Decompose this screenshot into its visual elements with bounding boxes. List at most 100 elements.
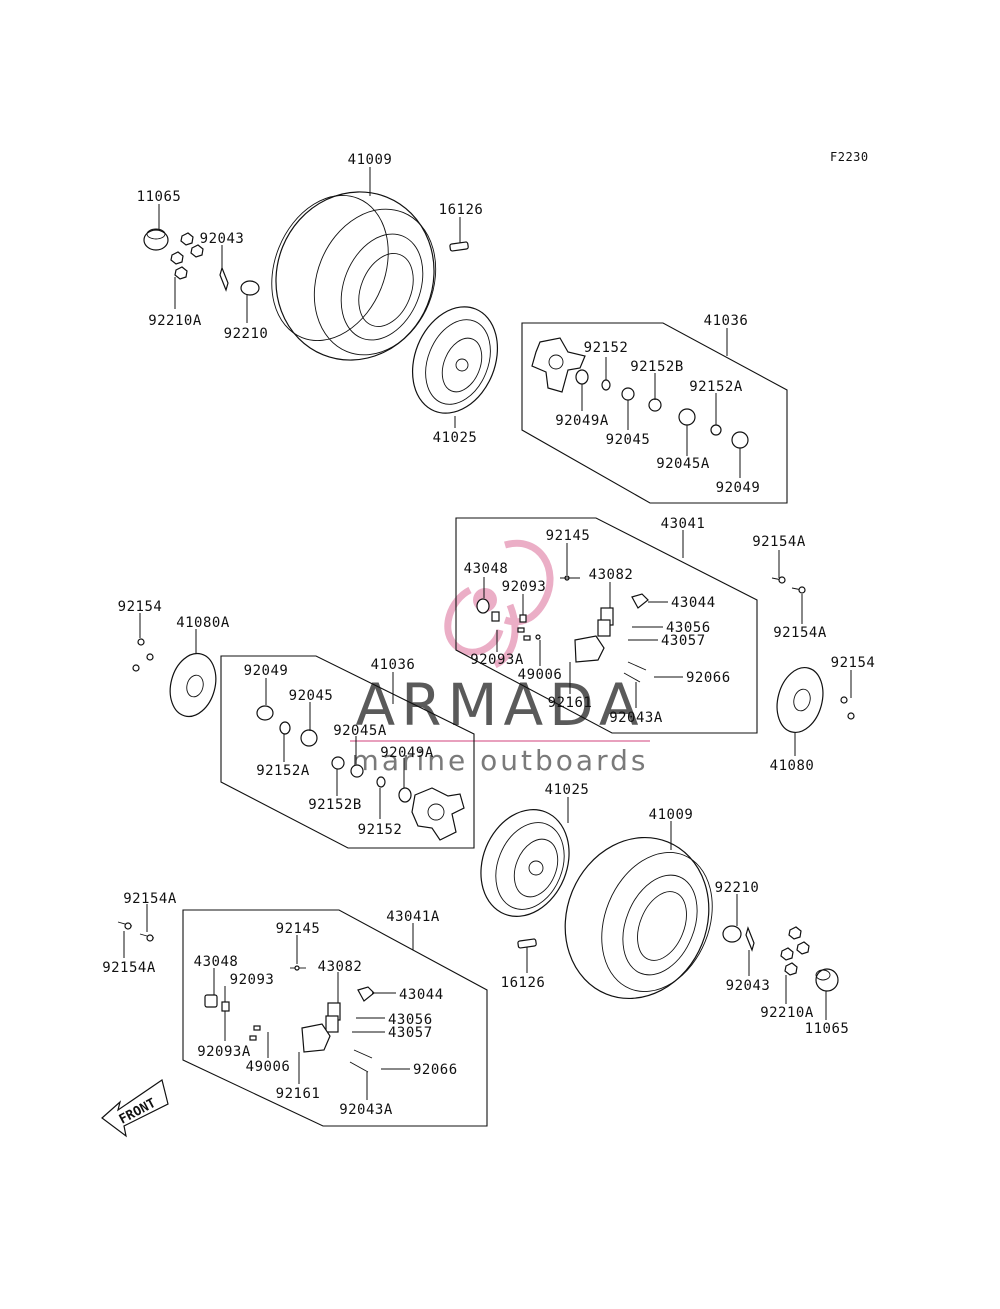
caliper-parts-43041a bbox=[204, 965, 375, 1073]
part-label-92161-right: 92161 bbox=[548, 695, 593, 711]
part-label-41025-bottom: 41025 bbox=[545, 782, 590, 798]
part-label-11065-top: 11065 bbox=[137, 189, 182, 205]
part-label-92093-right: 92093 bbox=[502, 579, 547, 595]
caliper-parts-43041 bbox=[476, 575, 649, 683]
seal-92045-top bbox=[621, 387, 635, 401]
part-label-92210a-bottom: 92210A bbox=[760, 1005, 814, 1021]
valve-16126 bbox=[449, 241, 469, 252]
spacer-92152-bottom bbox=[376, 776, 386, 788]
top-tire bbox=[271, 191, 437, 361]
part-label-41080a: 41080A bbox=[176, 615, 230, 631]
part-label-92043a-right: 92043A bbox=[609, 710, 663, 726]
spacer-92152b-top bbox=[648, 398, 662, 412]
part-label-92154a-lower-right: 92154A bbox=[773, 625, 827, 641]
part-label-92152a-top: 92152A bbox=[689, 379, 743, 395]
nut-group-bottom-right bbox=[780, 926, 810, 976]
part-label-92210a-top: 92210A bbox=[148, 313, 202, 329]
part-label-92154-right: 92154 bbox=[831, 655, 876, 671]
part-label-43044-bottom: 43044 bbox=[399, 987, 444, 1003]
part-label-49006-bottom: 49006 bbox=[246, 1059, 291, 1075]
part-label-92152a-bottom: 92152A bbox=[256, 763, 310, 779]
part-label-92049-bottom: 92049 bbox=[244, 663, 289, 679]
bearing-92049-top bbox=[731, 431, 749, 449]
bolts-92154-left bbox=[132, 638, 154, 672]
part-label-92152b-bottom: 92152B bbox=[308, 797, 362, 813]
spacer-92152a-top bbox=[710, 424, 722, 436]
part-label-92210-top: 92210 bbox=[224, 326, 269, 342]
part-label-92045-top: 92045 bbox=[606, 432, 651, 448]
part-label-41009-top: 41009 bbox=[348, 152, 393, 168]
part-label-43057-right: 43057 bbox=[661, 633, 706, 649]
bearing-92049a-top bbox=[575, 369, 589, 385]
seal-92045a-bottom bbox=[300, 729, 318, 747]
spacer-92152b-bottom bbox=[331, 756, 345, 770]
kit-box-41036-top bbox=[521, 322, 788, 504]
kit-box-43041a bbox=[182, 909, 488, 1127]
watermark-tagline: marine outboards bbox=[352, 744, 649, 777]
part-label-43057-bottom: 43057 bbox=[388, 1025, 433, 1041]
seal-92045a-top bbox=[678, 408, 696, 426]
part-label-92154-left: 92154 bbox=[118, 599, 163, 615]
seal-92045-bottom bbox=[350, 764, 364, 778]
part-label-92145-bottom: 92145 bbox=[276, 921, 321, 937]
part-label-92093a-bottom: 92093A bbox=[197, 1044, 251, 1060]
part-label-49006-right: 49006 bbox=[518, 667, 563, 683]
bolts-92154-right bbox=[840, 696, 855, 720]
part-label-92093a-right: 92093A bbox=[470, 652, 524, 668]
bearing-92049-bottom bbox=[256, 705, 274, 721]
cotter-pin-92043-bottom bbox=[745, 926, 755, 952]
part-label-11065-bottom: 11065 bbox=[805, 1021, 850, 1037]
part-label-43041a: 43041A bbox=[386, 909, 440, 925]
cotter-pin-92043 bbox=[219, 266, 229, 292]
part-label-41025-top: 41025 bbox=[433, 430, 478, 446]
bottom-rim bbox=[480, 809, 570, 917]
part-label-16126-top: 16126 bbox=[439, 202, 484, 218]
kit-box-43041 bbox=[455, 517, 758, 734]
bolts-92154a-right bbox=[771, 576, 806, 594]
part-label-41036-bottom: 41036 bbox=[371, 657, 416, 673]
cap-nut-11065 bbox=[143, 228, 169, 251]
part-labels: 41009 11065 16126 92043 92210A 92210 410… bbox=[102, 152, 875, 1118]
brake-disc-41080 bbox=[776, 667, 824, 733]
kit-box-41036-bottom bbox=[220, 655, 475, 849]
part-label-92154a-lower-left: 92154A bbox=[102, 960, 156, 976]
leader-lines bbox=[123, 167, 852, 1100]
part-label-43056-right: 43056 bbox=[666, 620, 711, 636]
nut-group-top-left bbox=[170, 232, 204, 280]
part-label-43082-right: 43082 bbox=[589, 567, 634, 583]
part-label-92045a-top: 92045A bbox=[656, 456, 710, 472]
part-label-43048-bottom: 43048 bbox=[194, 954, 239, 970]
valve-16126-bottom bbox=[517, 938, 537, 949]
part-label-43048-right: 43048 bbox=[464, 561, 509, 577]
part-label-92161-bottom: 92161 bbox=[276, 1086, 321, 1102]
part-label-92145-right: 92145 bbox=[546, 528, 591, 544]
castle-nut-92210 bbox=[240, 280, 260, 296]
front-arrow: FRONT bbox=[101, 1079, 169, 1138]
part-label-92152-top: 92152 bbox=[584, 340, 629, 356]
part-label-92045-bottom: 92045 bbox=[289, 688, 334, 704]
castle-nut-92210-bottom bbox=[722, 925, 742, 943]
part-label-92066-bottom: 92066 bbox=[413, 1062, 458, 1078]
cap-nut-11065-bottom bbox=[815, 968, 839, 992]
watermark-brand: ARMADA bbox=[355, 671, 644, 739]
brake-disc-41080a bbox=[169, 652, 217, 718]
part-label-92043a-bottom: 92043A bbox=[339, 1102, 393, 1118]
hub-bottom bbox=[411, 787, 465, 841]
part-label-92049-top: 92049 bbox=[716, 480, 761, 496]
part-label-92043-bottom: 92043 bbox=[726, 978, 771, 994]
part-label-92045a-bottom: 92045A bbox=[333, 723, 387, 739]
part-label-92093-bottom: 92093 bbox=[230, 972, 275, 988]
part-label-92152-bottom: 92152 bbox=[358, 822, 403, 838]
part-label-43056-bottom: 43056 bbox=[388, 1012, 433, 1028]
part-label-92210-bottom: 92210 bbox=[715, 880, 760, 896]
part-label-92154a-upper-left: 92154A bbox=[123, 891, 177, 907]
part-label-43041: 43041 bbox=[661, 516, 706, 532]
part-label-92049a-top: 92049A bbox=[555, 413, 609, 429]
figure-code: F2230 bbox=[830, 150, 869, 164]
part-label-92154a-upper-right: 92154A bbox=[752, 534, 806, 550]
spacer-92152a-bottom bbox=[279, 721, 291, 735]
part-label-92066-right: 92066 bbox=[686, 670, 731, 686]
part-label-92043-top: 92043 bbox=[200, 231, 245, 247]
part-label-92049a-bottom: 92049A bbox=[380, 745, 434, 761]
